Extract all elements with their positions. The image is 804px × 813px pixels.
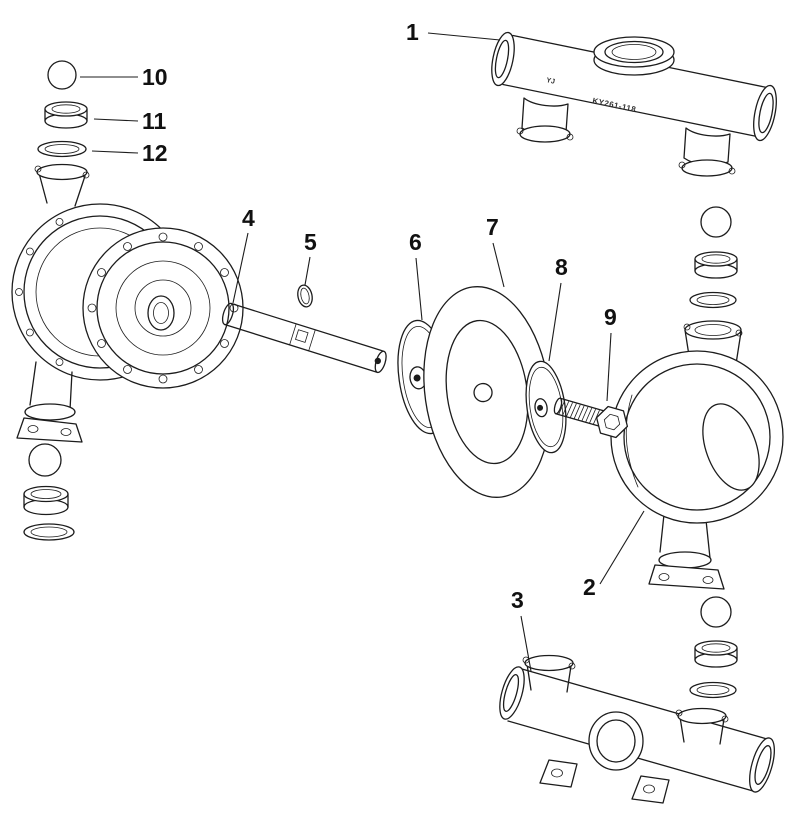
callout-1: 1 (406, 19, 501, 45)
callout-12-label: 12 (142, 140, 168, 166)
callout-11: 11 (93, 108, 167, 134)
part-oring-lower-right (689, 681, 737, 699)
callout-2-label: 2 (583, 574, 596, 600)
callout-12: 12 (91, 140, 168, 166)
part-right-chamber (610, 320, 784, 590)
callout-6: 6 (409, 229, 423, 321)
callout-9-leader (606, 332, 612, 402)
part-left-chamber-assembly (11, 163, 244, 443)
callout-2: 2 (583, 510, 645, 600)
callout-7-label: 7 (486, 214, 499, 240)
stamp-text-small: YJ (546, 77, 556, 86)
callout-9: 9 (604, 304, 617, 402)
callout-3-label: 3 (511, 587, 524, 613)
callout-11-leader (93, 118, 139, 122)
part-ball-lower-left (28, 443, 62, 477)
callout-7-leader (492, 242, 505, 288)
part-valve-seat-lower-right (694, 640, 738, 668)
callout-1-leader (427, 32, 501, 41)
part-ball-lower-right (700, 596, 732, 628)
callout-7: 7 (486, 214, 505, 288)
callout-5-leader (304, 256, 311, 286)
part-oring-12 (37, 140, 87, 158)
callout-8: 8 (548, 254, 568, 362)
callout-10: 10 (80, 64, 168, 90)
callout-6-leader (415, 257, 423, 321)
callout-3-leader (520, 615, 532, 672)
part-bolt-9 (553, 397, 629, 439)
part-oring-lower-left (23, 523, 75, 541)
callout-9-label: 9 (604, 304, 617, 330)
callout-5-label: 5 (304, 229, 317, 255)
callout-1-label: 1 (406, 19, 419, 45)
callout-8-leader (548, 282, 562, 362)
part-outer-plate-8 (525, 360, 567, 454)
part-lower-manifold (499, 654, 775, 804)
callout-4-leader (232, 232, 249, 304)
stamp-text-model: KY261-118 (592, 96, 637, 114)
part-shaft (221, 302, 387, 374)
callout-5: 5 (304, 229, 317, 286)
callout-10-label: 10 (142, 64, 168, 90)
callout-8-label: 8 (555, 254, 568, 280)
callout-11-label: 11 (142, 108, 167, 134)
part-valve-seat-lower-left (23, 485, 69, 516)
callout-4-label: 4 (242, 205, 255, 231)
callout-4: 4 (232, 205, 255, 304)
part-valve-seat-11 (44, 101, 88, 129)
callout-2-leader (599, 510, 645, 585)
part-oring-upper-right (689, 291, 737, 309)
part-oring-5 (297, 284, 313, 308)
part-upper-manifold: YJ KY261-118 (491, 31, 777, 177)
part-ball-10 (47, 60, 77, 90)
callout-3: 3 (511, 587, 532, 672)
callout-6-label: 6 (409, 229, 422, 255)
part-valve-seat-upper-right (694, 251, 738, 279)
part-ball-upper-right (700, 206, 732, 238)
callout-12-leader (91, 150, 139, 154)
